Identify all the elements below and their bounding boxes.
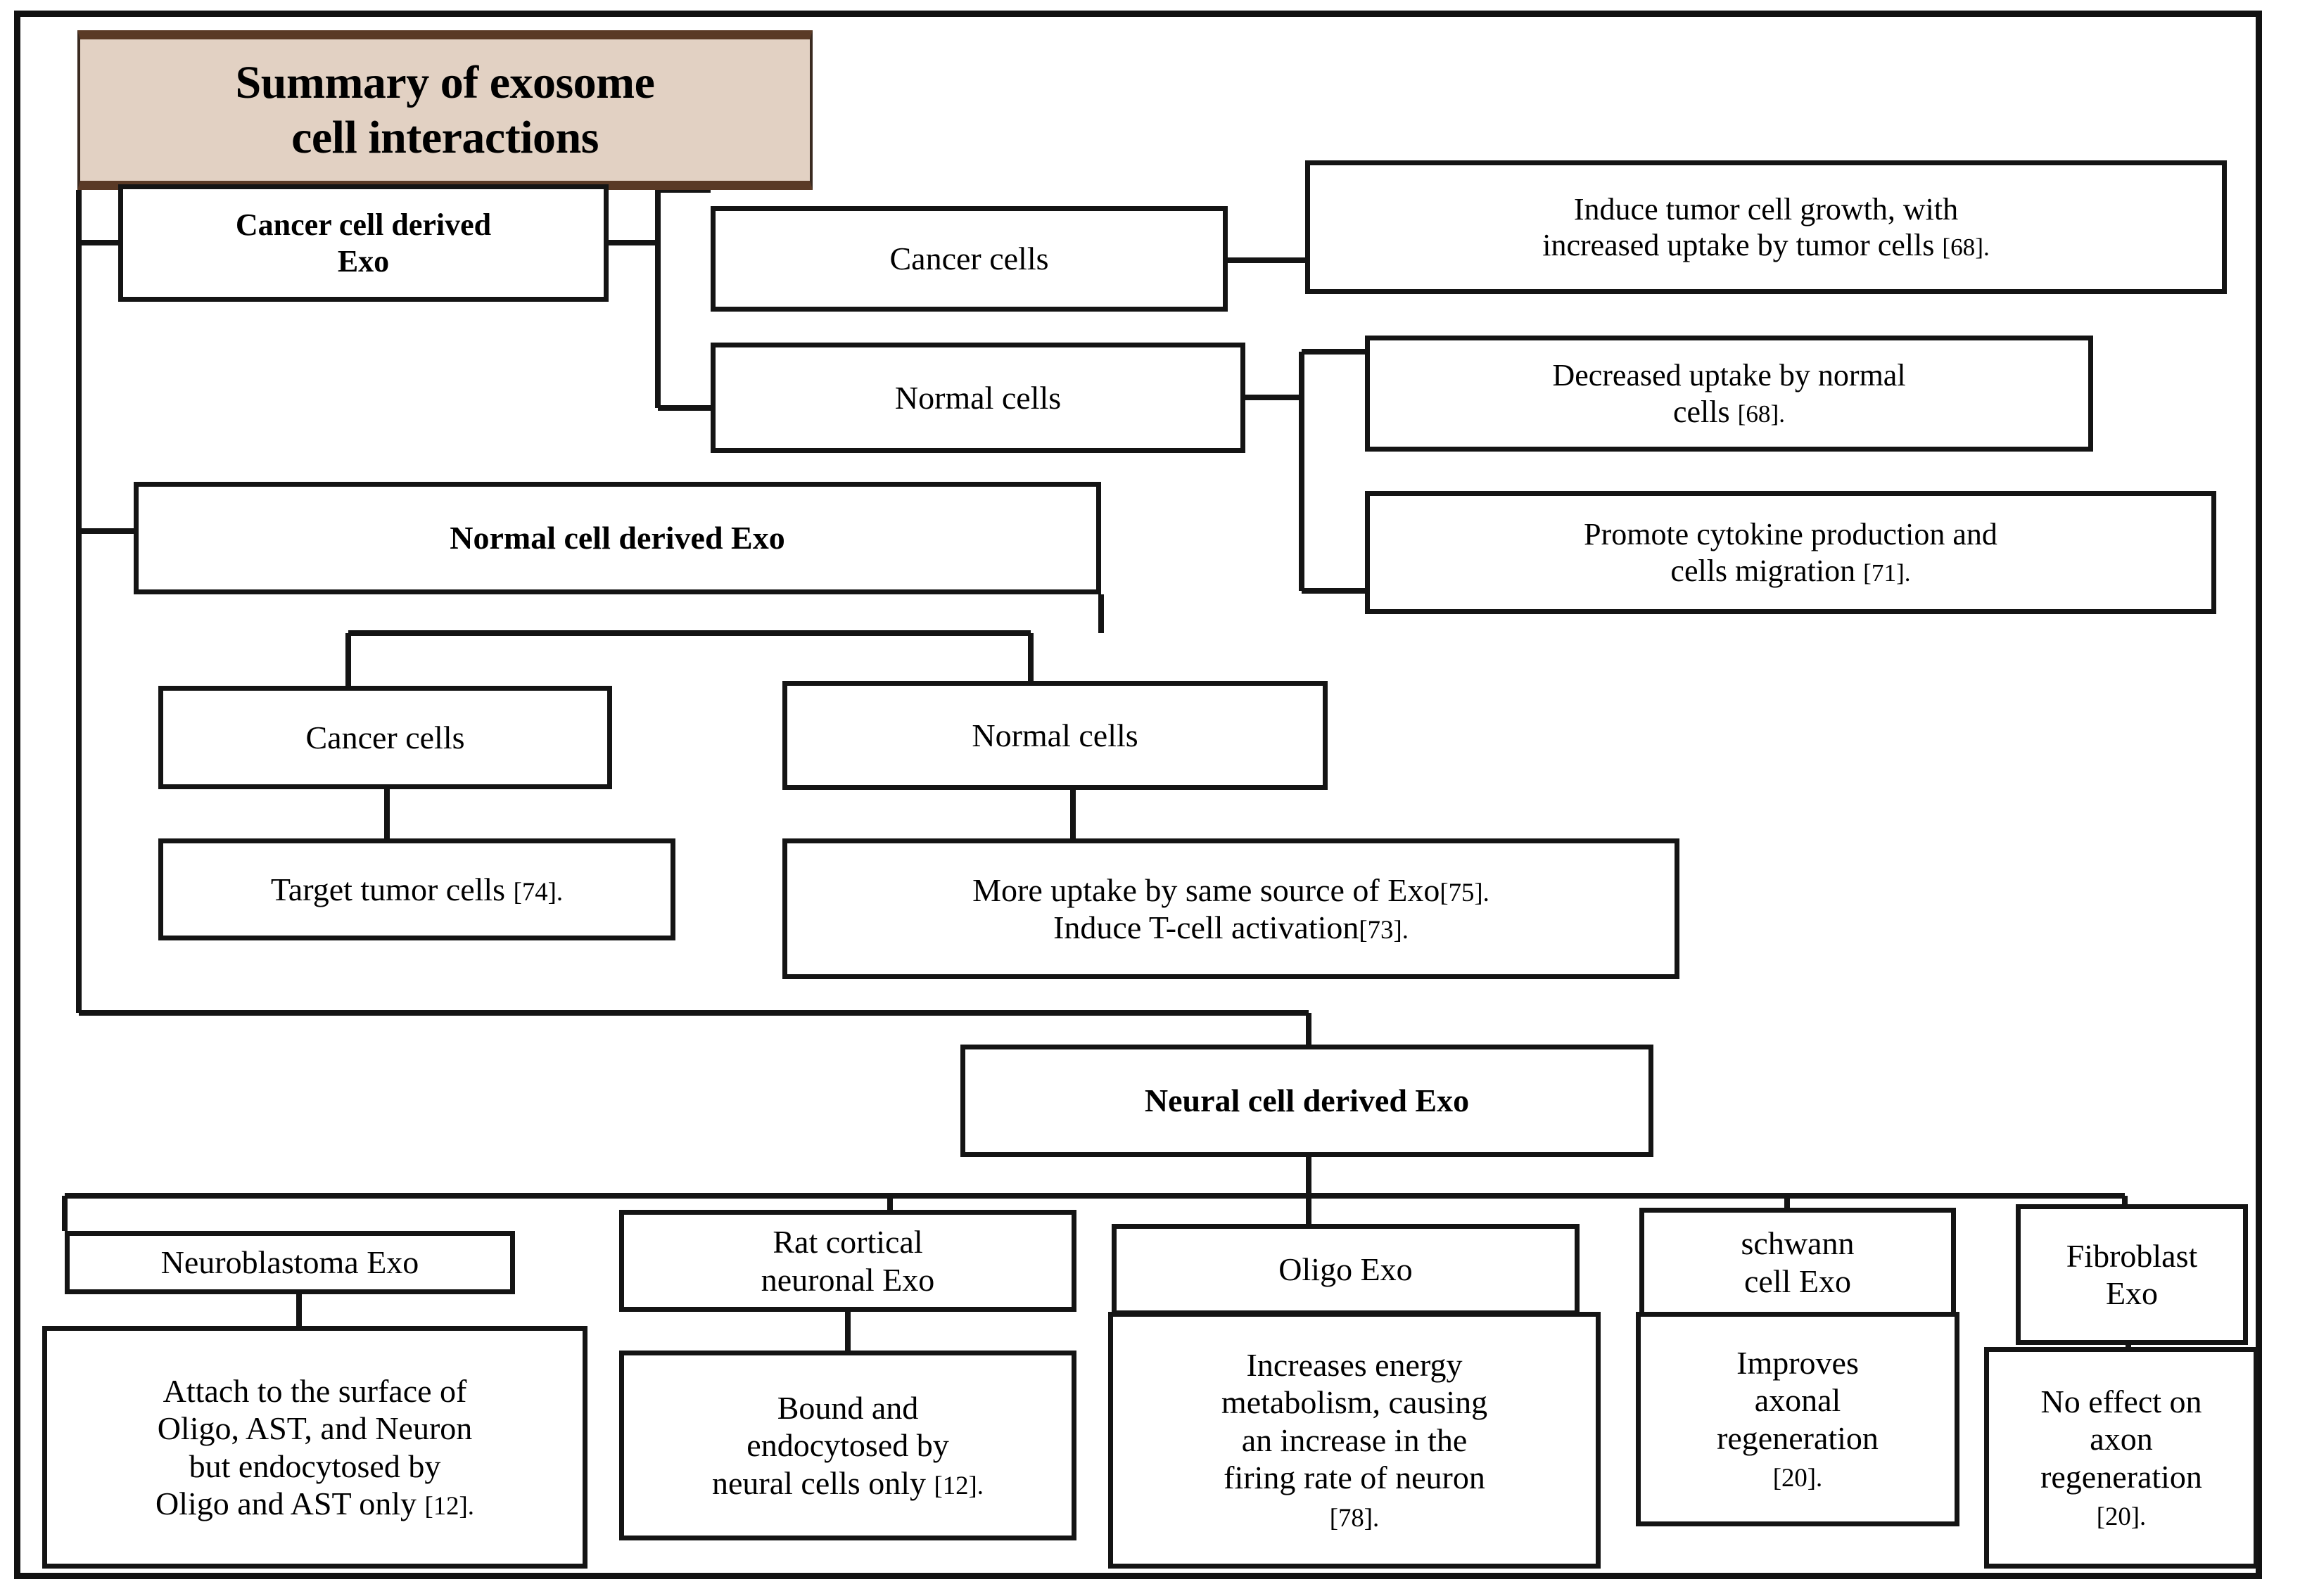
desc-line-1: Decreased uptake by normal [1552, 358, 1906, 393]
node-neuroblastoma-exo[interactable]: Neuroblastoma Exo [65, 1231, 515, 1294]
desc-line-2: axonal [1754, 1382, 1841, 1419]
node-label: Normal cell derived Exo [450, 520, 785, 556]
node-oligo-description[interactable]: Increases energy metabolism, causing an … [1108, 1312, 1601, 1569]
desc-line-3: regeneration [1717, 1419, 1879, 1456]
desc-line-2: Oligo, AST, and Neuron [157, 1410, 473, 1447]
node-label: Cancer cells [305, 719, 465, 755]
citation: [78]. [1329, 1502, 1380, 1532]
desc-line-1: Improves [1736, 1344, 1859, 1381]
citation: [68]. [1737, 400, 1786, 428]
node-label: Cancer cells [889, 241, 1049, 277]
node-label-line-1: Rat cortical [773, 1224, 923, 1260]
node-label: Normal cells [972, 717, 1138, 753]
node-neural-cell-derived-exo[interactable]: Neural cell derived Exo [960, 1045, 1653, 1157]
node-cancer-cells-top[interactable]: Cancer cells [711, 206, 1228, 312]
node-cancer-cell-derived-exo[interactable]: Cancer cell derived Exo [118, 184, 609, 302]
node-normal-cells-top[interactable]: Normal cells [711, 343, 1245, 453]
citation: [20]. [2096, 1501, 2147, 1531]
node-decreased-uptake[interactable]: Decreased uptake by normal cells [68]. [1365, 336, 2093, 452]
desc-line-1: Increases energy [1246, 1347, 1463, 1384]
desc-line-2: Induce T-cell activation [1053, 909, 1359, 945]
node-rat-cortical-neuronal-exo[interactable]: Rat cortical neuronal Exo [619, 1210, 1076, 1312]
node-promote-cytokine[interactable]: Promote cytokine production and cells mi… [1365, 491, 2216, 614]
citation: [12]. [424, 1490, 475, 1520]
desc-line-1: Promote cytokine production and [1584, 517, 1997, 552]
node-label: Normal cells [894, 379, 1062, 416]
citation: [74]. [513, 876, 564, 906]
desc-line-2: axon [2090, 1421, 2153, 1457]
node-label-line-1: Cancer cell derived [235, 208, 492, 243]
node-label-line-2: Exo [337, 243, 390, 279]
desc-line-3: neural cells only [711, 1464, 926, 1501]
node-normal-cells-mid[interactable]: Normal cells [782, 681, 1328, 790]
node-neuroblastoma-description[interactable]: Attach to the surface of Oligo, AST, and… [42, 1326, 587, 1569]
node-label-line-1: Fibroblast [2066, 1237, 2198, 1274]
node-normal-cell-derived-exo[interactable]: Normal cell derived Exo [134, 482, 1101, 594]
desc-line-1: Induce tumor cell growth, with [1573, 191, 1959, 226]
node-fibroblast-description[interactable]: No effect on axon regeneration [20]. [1984, 1347, 2258, 1569]
desc-line-2: cells [1672, 394, 1730, 429]
node-oligo-exo[interactable]: Oligo Exo [1112, 1224, 1580, 1315]
page-title-line-2: cell interactions [291, 111, 599, 163]
citation: [20]. [1772, 1462, 1823, 1492]
citation-1: [75]. [1440, 877, 1489, 907]
node-induce-tumor-growth[interactable]: Induce tumor cell growth, with increased… [1305, 160, 2227, 294]
desc-line-2: metabolism, causing [1221, 1384, 1488, 1421]
node-schwann-description[interactable]: Improves axonal regeneration [20]. [1636, 1312, 1959, 1526]
citation: [71]. [1863, 558, 1911, 587]
desc-line-3: regeneration [2040, 1458, 2202, 1495]
node-target-tumor-cells[interactable]: Target tumor cells [74]. [158, 838, 675, 940]
node-rat-cortical-description[interactable]: Bound and endocytosed by neural cells on… [619, 1351, 1076, 1540]
citation: [68]. [1942, 234, 1990, 261]
page-title: Summary of exosome cell interactions [77, 30, 813, 190]
desc-line-3: an increase in the [1241, 1422, 1468, 1458]
node-label-line-2: neuronal Exo [761, 1261, 935, 1298]
desc-line-1: Target tumor cells [270, 871, 506, 907]
desc-line-4: Oligo and AST only [155, 1485, 417, 1521]
node-label-line-2: Exo [2105, 1275, 2159, 1311]
node-more-uptake-induce-tcell[interactable]: More uptake by same source of Exo[75]. I… [782, 838, 1679, 979]
desc-line-2: endocytosed by [746, 1427, 949, 1464]
node-label-line-1: schwann [1741, 1225, 1855, 1262]
desc-line-1: Bound and [777, 1389, 919, 1426]
desc-line-4: firing rate of neuron [1224, 1460, 1485, 1496]
node-label: Neural cell derived Exo [1144, 1083, 1470, 1119]
node-fibroblast-exo[interactable]: Fibroblast Exo [2016, 1204, 2248, 1345]
desc-line-2: increased uptake by tumor cells [1542, 228, 1935, 262]
node-schwann-cell-exo[interactable]: schwann cell Exo [1639, 1208, 1956, 1317]
citation: [12]. [934, 1470, 984, 1500]
node-label-line-2: cell Exo [1744, 1263, 1851, 1299]
desc-line-2: cells migration [1670, 553, 1856, 588]
node-label: Neuroblastoma Exo [160, 1244, 419, 1281]
desc-line-1: No effect on [2040, 1383, 2202, 1419]
desc-line-3: but endocytosed by [189, 1448, 441, 1484]
node-cancer-cells-mid[interactable]: Cancer cells [158, 686, 612, 789]
node-label: Oligo Exo [1278, 1251, 1413, 1288]
page-title-line-1: Summary of exosome [235, 56, 655, 108]
citation-2: [73]. [1359, 915, 1409, 944]
desc-line-1: Attach to the surface of [163, 1372, 467, 1409]
desc-line-1: More uptake by same source of Exo [972, 872, 1440, 908]
